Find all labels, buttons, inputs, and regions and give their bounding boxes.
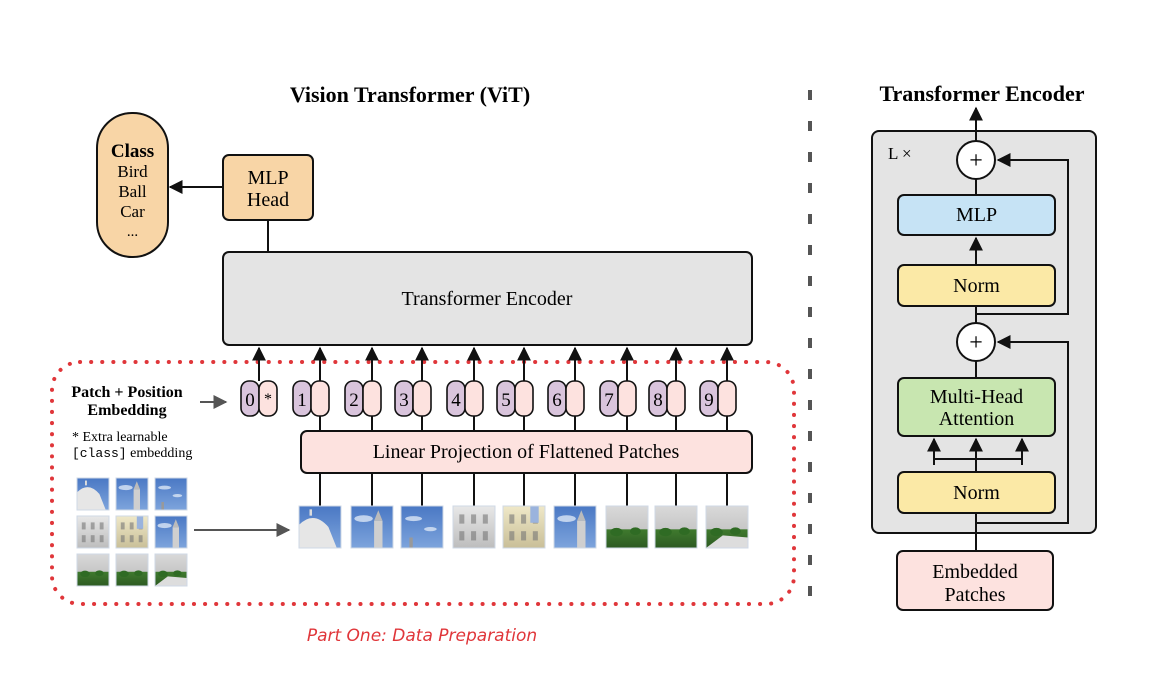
patch-image-1 xyxy=(298,505,342,549)
position-index-0: 0 xyxy=(245,390,255,411)
patch-image-5 xyxy=(502,505,546,549)
mlp-label: MLP xyxy=(956,204,997,226)
class-heading: Class xyxy=(111,141,154,162)
patch-sequence xyxy=(298,473,749,549)
mlp-head-box: MLP Head xyxy=(222,154,314,221)
grid-tile-5 xyxy=(115,515,149,549)
patch-embedding-7 xyxy=(617,380,637,417)
embedding-word: embedding xyxy=(127,446,193,461)
linear-projection-label: Linear Projection of Flattened Patches xyxy=(373,441,680,463)
vit-title: Vision Transformer (ViT) xyxy=(290,82,530,107)
class-code: [class] xyxy=(72,446,127,461)
token-6: 6 xyxy=(547,380,585,417)
attention-line1: Multi-Head xyxy=(930,386,1023,408)
patch-image-6 xyxy=(553,505,597,549)
class-item-ball: Ball xyxy=(118,182,147,201)
position-index-2: 2 xyxy=(349,390,359,411)
mlp-head-line2: Head xyxy=(247,189,289,211)
patch-embedding-2 xyxy=(362,380,382,417)
grid-tile-8 xyxy=(115,553,149,587)
token-5: 5 xyxy=(496,380,534,417)
position-index-1: 1 xyxy=(297,390,307,411)
class-item-bird: Bird xyxy=(117,162,148,181)
patch-embedding-5 xyxy=(514,380,534,417)
class-token-marker: * xyxy=(264,391,272,408)
class-output-box: Class Bird Ball Car ... xyxy=(96,112,169,258)
norm-block-top: Norm xyxy=(897,264,1056,307)
token-9: 9 xyxy=(699,380,737,417)
token-2: 2 xyxy=(344,380,382,417)
attention-line2: Attention xyxy=(939,408,1015,430)
multi-head-attention-block: Multi-Head Attention xyxy=(897,377,1056,437)
grid-tile-7 xyxy=(76,553,110,587)
add-node-middle: + xyxy=(956,322,996,362)
add-symbol-top: + xyxy=(969,148,983,174)
residual-connection-bottom xyxy=(976,335,1069,524)
position-index-5: 5 xyxy=(501,390,511,411)
class-item-ellipsis: ... xyxy=(127,224,138,240)
norm-block-bottom: Norm xyxy=(897,471,1056,514)
position-index-3: 3 xyxy=(399,390,409,411)
mlp-block: MLP xyxy=(897,194,1056,236)
token-8: 8 xyxy=(648,380,686,417)
transformer-encoder-box: Transformer Encoder xyxy=(222,251,753,346)
patch-embedding-4 xyxy=(464,380,484,417)
position-index-9: 9 xyxy=(704,390,714,411)
grid-tile-6 xyxy=(154,515,188,549)
patch-embedding-1 xyxy=(310,380,330,417)
add-symbol-middle: + xyxy=(969,330,983,356)
patch-image-4 xyxy=(452,505,496,549)
patch-image-9 xyxy=(705,505,749,549)
patch-image-2 xyxy=(350,505,394,549)
patch-image-8 xyxy=(654,505,698,549)
mlp-head-line1: MLP xyxy=(247,167,288,189)
token-3: 3 xyxy=(394,380,432,417)
add-node-top: + xyxy=(956,140,996,180)
token-7: 7 xyxy=(599,380,637,417)
position-index-8: 8 xyxy=(653,390,663,411)
norm-top-label: Norm xyxy=(953,275,1000,297)
grid-tile-1 xyxy=(76,477,110,511)
transformer-encoder-label: Transformer Encoder xyxy=(402,288,573,310)
token-1: 1 xyxy=(292,380,330,417)
position-index-7: 7 xyxy=(604,390,614,411)
source-image-grid xyxy=(76,477,188,587)
patch-embedding-9 xyxy=(717,380,737,417)
embedding-label-line1: Patch + Position xyxy=(71,384,182,401)
qkv-branch xyxy=(933,458,1023,465)
class-item-car: Car xyxy=(120,202,145,221)
repeat-label: L × xyxy=(888,144,912,163)
residual-connection-top xyxy=(976,153,1069,315)
patch-image-7 xyxy=(605,505,649,549)
class-embedding-note: [class] embedding xyxy=(72,446,192,461)
linear-projection-box: Linear Projection of Flattened Patches xyxy=(300,430,753,474)
patch-embedding-3 xyxy=(412,380,432,417)
data-preparation-caption: Part One: Data Preparation xyxy=(307,626,537,646)
embedded-patches-line2: Patches xyxy=(944,584,1005,606)
patch-embedding-6 xyxy=(565,380,585,417)
norm-bottom-label: Norm xyxy=(953,482,1000,504)
grid-tile-4 xyxy=(76,515,110,549)
token-4: 4 xyxy=(446,380,484,417)
embedding-label-line2: Embedding xyxy=(87,402,166,419)
position-index-4: 4 xyxy=(451,390,461,411)
embedded-patches-box: Embedded Patches xyxy=(896,550,1054,611)
grid-tile-2 xyxy=(115,477,149,511)
grid-tile-9 xyxy=(154,553,188,587)
position-index-6: 6 xyxy=(552,390,562,411)
encoder-detail-title: Transformer Encoder xyxy=(879,81,1084,106)
embedded-patches-line1: Embedded xyxy=(932,561,1018,583)
token-0: 0* xyxy=(240,380,278,417)
patch-image-3 xyxy=(400,505,444,549)
grid-tile-3 xyxy=(154,477,188,511)
extra-learnable-note: * Extra learnable xyxy=(72,430,168,445)
patch-embedding-0 xyxy=(258,380,278,417)
patch-embedding-8 xyxy=(666,380,686,417)
